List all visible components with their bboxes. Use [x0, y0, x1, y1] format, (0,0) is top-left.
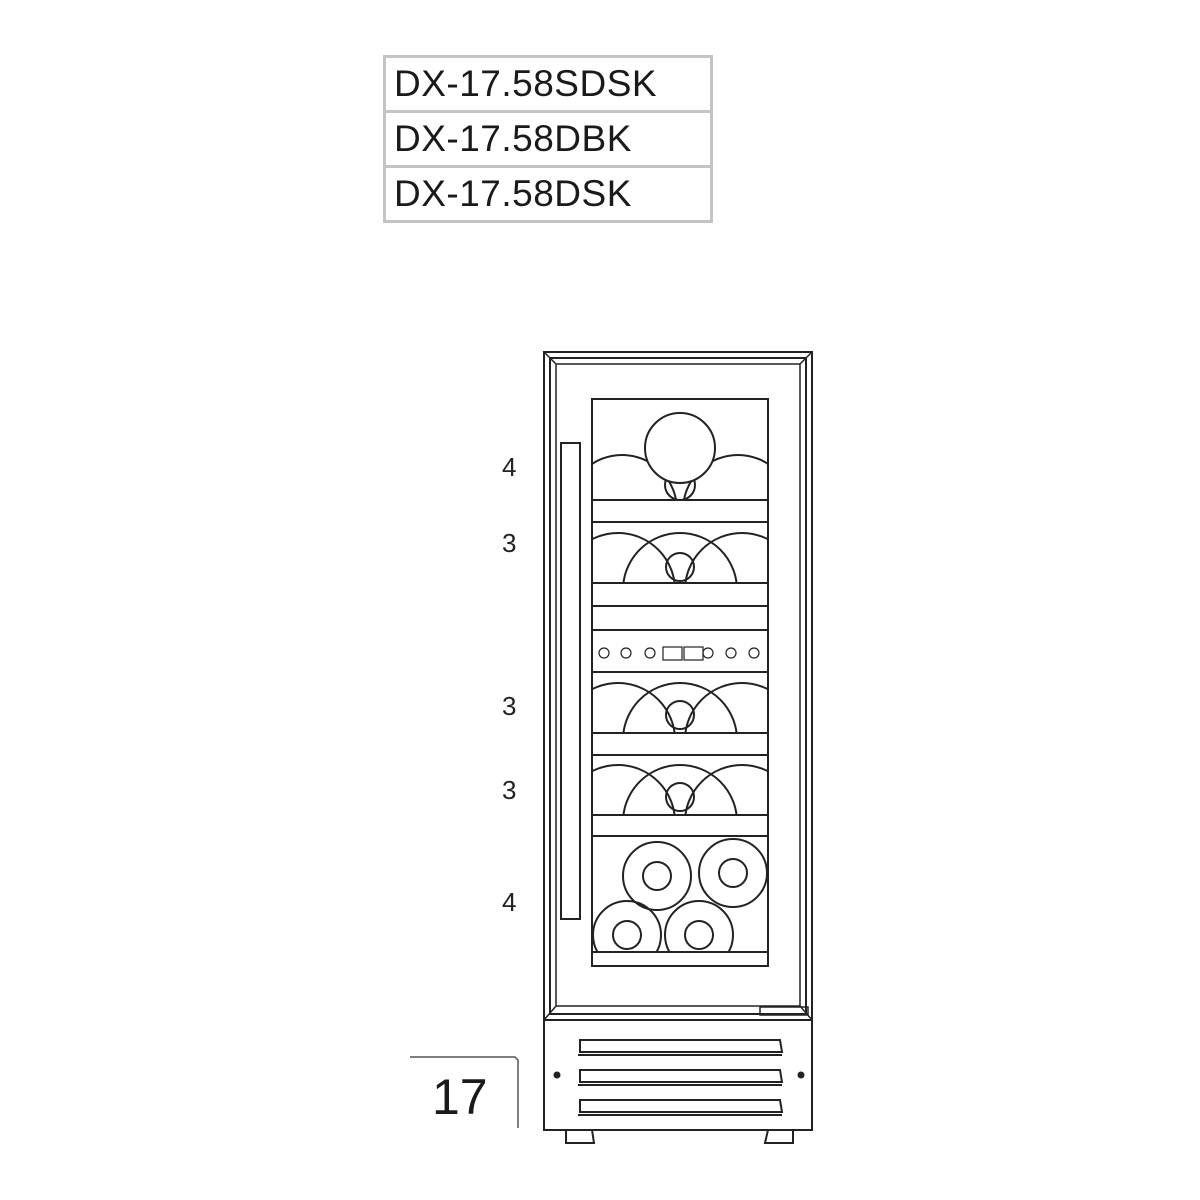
lock-button-icon[interactable]	[748, 647, 760, 659]
model-name: DX-17.58SDSK	[383, 55, 713, 113]
glass-window	[591, 398, 769, 967]
model-row: DX-17.58DBK	[383, 110, 713, 168]
shelf-bottle-count: 4	[502, 452, 516, 482]
door-inner-frame	[549, 357, 807, 1015]
model-name: DX-17.58DBK	[383, 110, 713, 168]
shelf-bottle-count: 3	[502, 775, 516, 805]
kickplate	[543, 1019, 813, 1131]
zone-button-icon[interactable]	[644, 647, 656, 659]
temperature-display	[662, 646, 683, 661]
bottles	[592, 412, 768, 952]
model-row: DX-17.58DSK	[383, 165, 713, 223]
shelf-bottle-count: 3	[502, 528, 516, 558]
power-button-icon[interactable]	[598, 647, 610, 659]
screw-icon	[553, 1071, 561, 1079]
total-capacity: 17	[432, 1069, 488, 1125]
foot	[763, 1129, 794, 1144]
control-panel	[598, 646, 760, 661]
screw-icon	[797, 1071, 805, 1079]
minus-button-icon[interactable]	[725, 647, 737, 659]
temperature-display	[683, 646, 704, 661]
model-table: DX-17.58SDSK DX-17.58DBK DX-17.58DSK	[383, 55, 713, 223]
door-handle	[560, 442, 581, 920]
shelf-bottle-count: 4	[502, 887, 516, 917]
capacity-bracket	[410, 1056, 519, 1128]
shelf-bottle-count: 3	[502, 691, 516, 721]
shelves	[592, 499, 768, 953]
vents	[578, 1039, 784, 1116]
plus-button-icon[interactable]	[702, 647, 714, 659]
model-name: DX-17.58DSK	[383, 165, 713, 223]
foot	[565, 1129, 596, 1144]
light-button-icon[interactable]	[620, 647, 632, 659]
model-row: DX-17.58SDSK	[383, 55, 713, 113]
